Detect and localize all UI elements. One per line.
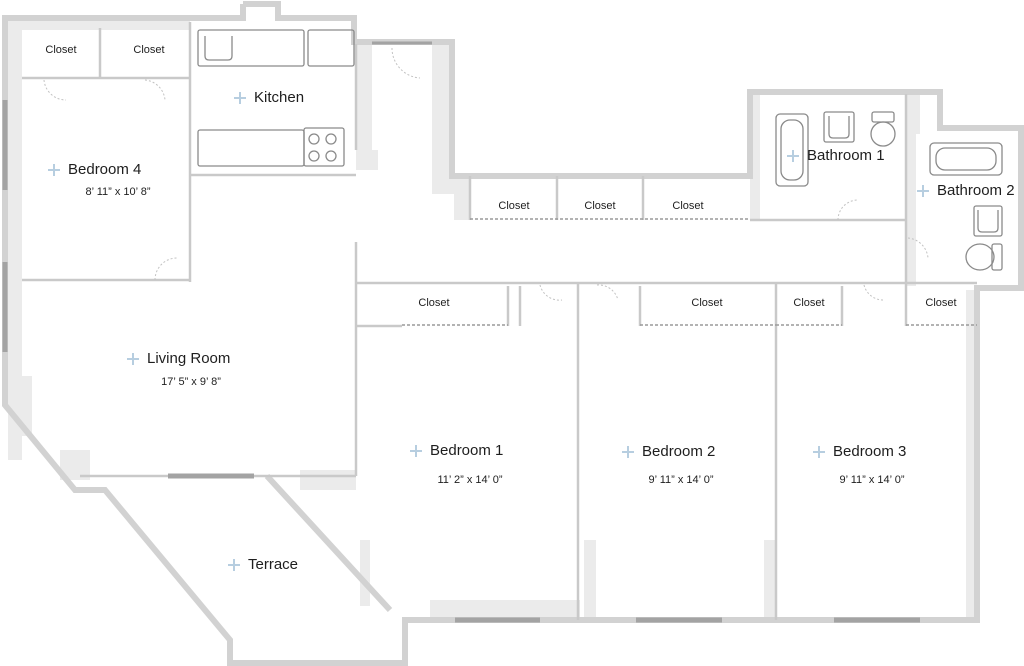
- room-name: Bathroom 2: [937, 182, 1015, 199]
- room-name: Bedroom 1: [430, 442, 504, 459]
- plus-icon[interactable]: [622, 445, 634, 458]
- room-dimensions: 11’ 2” x 14’ 0”: [437, 474, 503, 486]
- closet-label: Closet: [691, 297, 723, 309]
- closet-label: Closet: [925, 297, 957, 309]
- room-label-terrace[interactable]: Terrace: [228, 556, 298, 573]
- room-name: Terrace: [248, 556, 299, 573]
- room-label-bedroom-2[interactable]: Bedroom 2: [622, 443, 715, 460]
- room-label-bathroom-1[interactable]: Bathroom 1: [787, 147, 885, 164]
- plus-icon[interactable]: [410, 444, 422, 457]
- room-name: Bathroom 1: [807, 147, 885, 164]
- plus-icon[interactable]: [127, 352, 139, 365]
- closet-label: Closet: [418, 297, 450, 309]
- closet-label: Closet: [793, 297, 825, 309]
- plus-icon[interactable]: [787, 149, 799, 162]
- room-name: Bedroom 2: [642, 443, 716, 460]
- room-name: Living Room: [147, 350, 231, 367]
- plus-icon[interactable]: [234, 91, 246, 104]
- door-swings: [43, 47, 929, 301]
- room-label-kitchen[interactable]: Kitchen: [234, 89, 304, 106]
- room-name: Bedroom 3: [833, 443, 907, 460]
- closet-label: Closet: [672, 200, 704, 212]
- plus-icon[interactable]: [228, 558, 240, 571]
- room-dimensions: 9’ 11” x 14’ 0”: [648, 474, 714, 486]
- plus-icon[interactable]: [813, 445, 825, 458]
- room-label-bathroom-2[interactable]: Bathroom 2: [917, 182, 1015, 199]
- room-dimensions: 9’ 11” x 14’ 0”: [839, 474, 905, 486]
- bathroom-fixtures: [775, 111, 1003, 271]
- windows: [2, 41, 920, 623]
- room-dimensions: 8’ 11” x 10’ 8”: [85, 186, 151, 198]
- closet-doors: [402, 218, 977, 326]
- kitchen-fixtures: [197, 29, 355, 167]
- closet-label: Closet: [45, 44, 77, 56]
- closet-label: Closet: [133, 44, 165, 56]
- wall-shading: [8, 20, 976, 618]
- room-label-bedroom-1[interactable]: Bedroom 1: [410, 442, 503, 459]
- room-label-bedroom-3[interactable]: Bedroom 3: [813, 443, 906, 460]
- plus-icon[interactable]: [48, 163, 60, 176]
- room-name: Bedroom 4: [68, 161, 142, 178]
- closet-label: Closet: [584, 200, 616, 212]
- room-dimensions: 17’ 5” x 9’ 8”: [161, 376, 221, 388]
- room-label-bedroom-4[interactable]: Bedroom 4: [48, 161, 141, 178]
- room-label-living-room[interactable]: Living Room: [127, 350, 230, 367]
- closet-label: Closet: [498, 200, 530, 212]
- room-name: Kitchen: [254, 89, 305, 106]
- plus-icon[interactable]: [917, 184, 929, 197]
